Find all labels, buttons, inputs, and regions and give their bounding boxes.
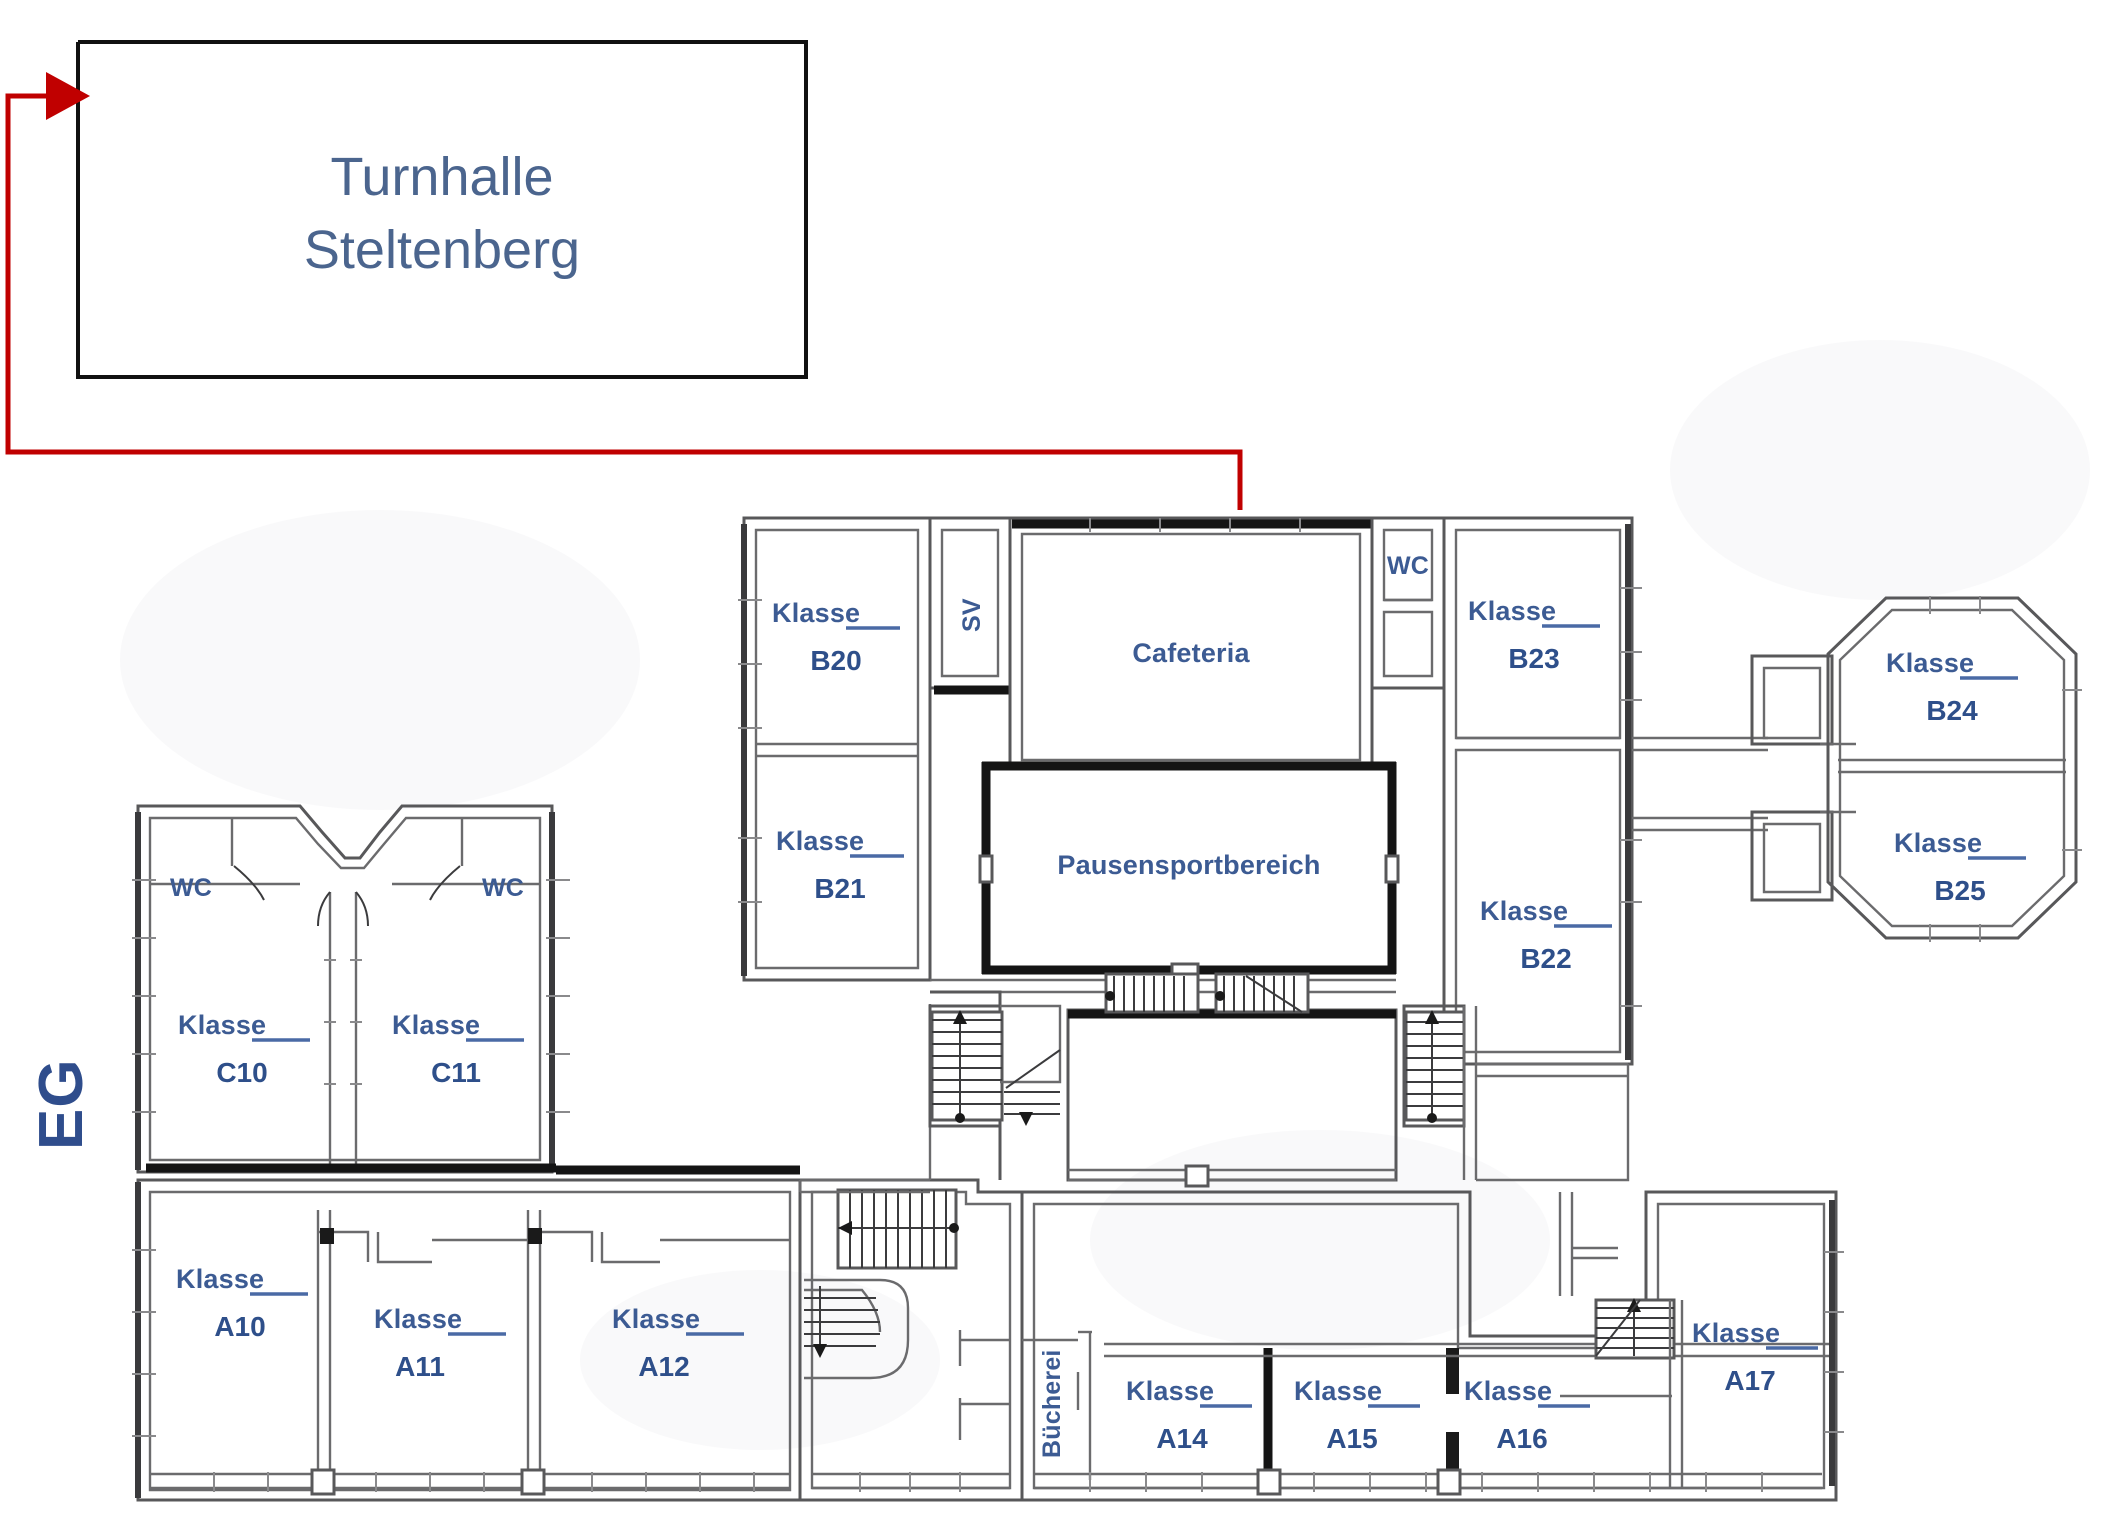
red-arrow-head — [46, 72, 90, 120]
room-label-A11-prefix: Klasse — [374, 1304, 462, 1334]
room-code-B21: B21 — [814, 873, 865, 904]
room-label-A16-prefix: Klasse — [1464, 1376, 1552, 1406]
stairs-foyer-winder — [804, 1278, 910, 1380]
room-code-A11: A11 — [395, 1351, 445, 1382]
wc-right-label: WC — [482, 874, 524, 902]
paper-texture — [120, 340, 2090, 1450]
wing-a-east: Bücherei — [1020, 1190, 1844, 1502]
library-label: Bücherei — [1038, 1349, 1066, 1458]
central-foyer — [798, 1178, 1024, 1502]
room-code-A10: A10 — [214, 1311, 265, 1342]
room-code-B22: B22 — [1520, 943, 1571, 974]
room-code-B23: B23 — [1508, 643, 1559, 674]
sv-label: SV — [958, 598, 986, 632]
room-label-B24-prefix: Klasse — [1886, 648, 1974, 678]
room-label-A17-prefix: Klasse — [1692, 1318, 1780, 1348]
room-label-A14-prefix: Klasse — [1126, 1376, 1214, 1406]
wing-c: Klasse C10 Klasse C11 WC WC — [132, 804, 570, 1174]
stairwell-left — [928, 1004, 1062, 1128]
room-code-B24: B24 — [1926, 695, 1978, 726]
cafeteria-label: Cafeteria — [1132, 638, 1250, 668]
sports-area-label: Pausensportbereich — [1057, 850, 1320, 880]
octagon-pavilion: Klasse B24 Klasse B25 — [1826, 596, 2082, 942]
room-label-A10-prefix: Klasse — [176, 1264, 264, 1294]
hall-railings — [1066, 972, 1398, 1188]
wing-b: SV Cafeteria WC Pausensportbereich — [738, 516, 2082, 1180]
room-label-A15-prefix: Klasse — [1294, 1376, 1382, 1406]
red-route-connector — [5, 72, 1243, 510]
room-label-C11-prefix: Klasse — [392, 1010, 480, 1040]
room-label-B22-prefix: Klasse — [1480, 896, 1568, 926]
room-label-B23-prefix: Klasse — [1468, 596, 1556, 626]
room-code-A16: A16 — [1496, 1423, 1547, 1454]
wc-cafeteria-label: WC — [1387, 552, 1429, 580]
room-label-B21-prefix: Klasse — [776, 826, 864, 856]
room-code-C10: C10 — [216, 1057, 267, 1088]
corridor-links — [556, 1165, 930, 1194]
stairs-a17 — [1594, 1298, 1676, 1360]
gym-callout[interactable]: Turnhalle Steltenberg — [76, 40, 808, 379]
room-code-A17: A17 — [1724, 1365, 1775, 1396]
room-label-A12-prefix: Klasse — [612, 1304, 700, 1334]
central-spine — [928, 972, 1630, 1188]
pausensportbereich: Pausensportbereich — [978, 761, 1400, 978]
room-label-B20-prefix: Klasse — [772, 598, 860, 628]
stairs-foyer-upper — [836, 1188, 959, 1270]
wc-left-label: WC — [170, 874, 212, 902]
room-code-B25: B25 — [1934, 875, 1985, 906]
room-code-A12: A12 — [638, 1351, 689, 1382]
room-code-A14: A14 — [1156, 1423, 1208, 1454]
gym-title-line2: Steltenberg — [304, 220, 580, 280]
floor-tag: EG — [27, 1058, 96, 1150]
room-code-C11: C11 — [431, 1057, 481, 1088]
room-label-B25-prefix: Klasse — [1894, 828, 1982, 858]
room-code-A15: A15 — [1326, 1423, 1377, 1454]
gym-title-line1: Turnhalle — [330, 147, 553, 207]
stairwell-right — [1402, 1004, 1478, 1180]
room-label-C10-prefix: Klasse — [178, 1010, 266, 1040]
floor-tag-label: EG — [27, 1058, 96, 1150]
room-code-B20: B20 — [810, 645, 861, 676]
